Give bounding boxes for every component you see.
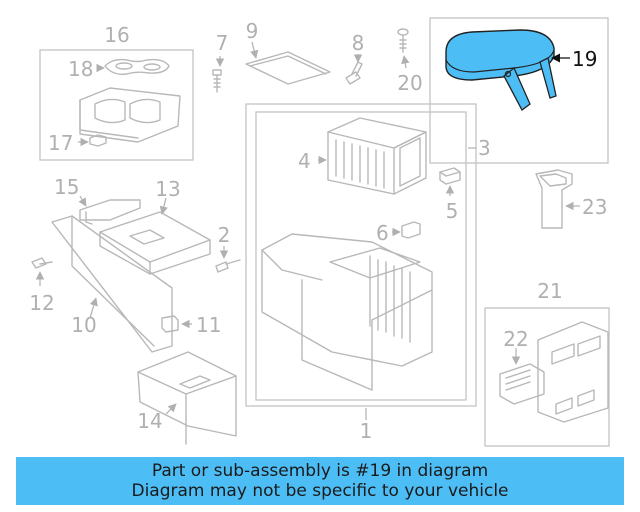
- callout-11: 11: [196, 313, 221, 337]
- part-2-screw: [215, 259, 241, 273]
- part-21-rear-panel: [537, 321, 609, 423]
- callout-16: 16: [104, 23, 129, 47]
- part-7-screw: [212, 69, 222, 93]
- callout-7: 7: [216, 31, 229, 55]
- callout-12: 12: [29, 291, 54, 315]
- part-23-air-duct: [535, 169, 573, 229]
- part-13-mounting-bracket: [99, 211, 211, 275]
- part-5-clip: [439, 167, 461, 185]
- part-14-lower-panel: [137, 351, 237, 445]
- callout-5: 5: [446, 199, 459, 223]
- banner-line-1: Part or sub-assembly is #19 in diagram: [151, 461, 489, 481]
- part-6-clip: [401, 221, 421, 239]
- part-1-console-body: [261, 233, 433, 391]
- part-11-clip: [161, 315, 179, 333]
- part-12-screw: [31, 257, 53, 269]
- part-8-bolt: [345, 61, 363, 85]
- part-4-storage-bin: [327, 117, 427, 195]
- callout-3: 3: [478, 136, 491, 160]
- part-22-vent: [499, 363, 545, 405]
- callout-19: 19: [572, 47, 597, 71]
- part-18-cup-holder-mat: [104, 58, 170, 76]
- part-cup-holder-housing: [79, 87, 181, 143]
- group-box-3: [245, 103, 477, 407]
- callout-2: 2: [218, 223, 231, 247]
- callout-15: 15: [54, 175, 79, 199]
- callout-22: 22: [503, 327, 528, 351]
- banner-line-2: Diagram may not be specific to your vehi…: [131, 481, 509, 501]
- callout-1: 1: [360, 419, 373, 443]
- callout-20: 20: [397, 71, 422, 95]
- group-box-16: [39, 49, 194, 161]
- callout-9: 9: [246, 19, 259, 43]
- callout-13: 13: [155, 177, 180, 201]
- callout-6: 6: [376, 221, 389, 245]
- part-20-screw: [397, 28, 409, 53]
- info-banner: Part or sub-assembly is #19 in diagram D…: [16, 457, 624, 505]
- part-19-armrest-lid: [445, 29, 557, 111]
- callout-14: 14: [137, 409, 162, 433]
- part-17-clip: [89, 134, 107, 147]
- callout-18: 18: [68, 57, 93, 81]
- callout-23: 23: [582, 195, 607, 219]
- callout-21: 21: [537, 279, 562, 303]
- group-box-19: [429, 17, 609, 164]
- callout-17: 17: [48, 131, 73, 155]
- callout-8: 8: [352, 31, 365, 55]
- part-15-bracket: [79, 199, 141, 225]
- callout-4: 4: [298, 149, 311, 173]
- part-10-side-panel: [51, 215, 173, 353]
- callout-10: 10: [71, 313, 96, 337]
- part-9-mat: [245, 51, 331, 85]
- group-box-21: [484, 307, 610, 447]
